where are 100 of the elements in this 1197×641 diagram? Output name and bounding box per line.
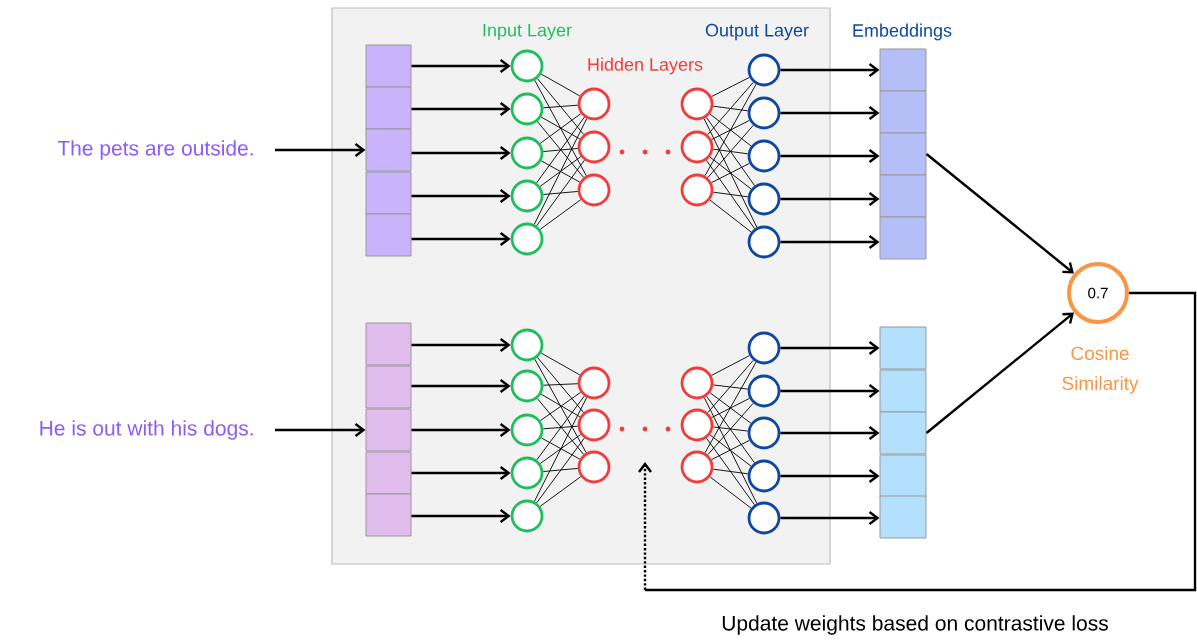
connection-line xyxy=(537,357,584,413)
embedding-cell xyxy=(879,90,927,134)
arrow xyxy=(411,379,511,393)
connection-line xyxy=(704,361,757,454)
connection-line xyxy=(709,476,752,509)
arrow xyxy=(925,153,1074,274)
arrow xyxy=(780,106,880,120)
neuron-circle xyxy=(510,92,544,126)
connection-line xyxy=(534,358,587,454)
neuron-circle xyxy=(747,53,781,87)
arrow xyxy=(780,149,880,163)
vector-cell xyxy=(365,451,412,495)
connection-line xyxy=(711,397,750,418)
embedding-cell xyxy=(879,326,927,370)
vector-cell xyxy=(365,128,412,172)
connection-line xyxy=(711,76,750,97)
connection-line xyxy=(534,79,587,176)
neuron-circle xyxy=(680,366,714,400)
neuron-circle xyxy=(510,499,544,533)
arrow xyxy=(411,59,511,73)
neuron-circle xyxy=(577,450,611,484)
arrow xyxy=(275,143,366,157)
connection-line xyxy=(536,437,585,504)
connection-line xyxy=(537,78,584,135)
score-caption: Cosine Similarity xyxy=(1062,346,1139,394)
arrow xyxy=(780,235,880,249)
neuron-circle xyxy=(747,501,781,535)
layer-label: Output Layer xyxy=(705,23,809,41)
neuron-circle xyxy=(577,408,611,442)
neuron-circle xyxy=(747,459,781,493)
neuron-circle xyxy=(680,87,714,121)
arrow xyxy=(411,232,511,246)
neuron-circle xyxy=(577,87,611,121)
arrow xyxy=(411,102,511,116)
neuron-circle xyxy=(510,413,544,447)
neuron-circle xyxy=(747,331,781,365)
connection-line xyxy=(542,425,579,430)
connection-line xyxy=(706,116,755,187)
arrow xyxy=(411,466,511,480)
neuron-circle xyxy=(680,173,714,207)
sentence-text: The pets are outside. xyxy=(57,140,253,160)
neuron-circle xyxy=(747,374,781,408)
arrow xyxy=(780,341,880,355)
layer-label: Embeddings xyxy=(853,23,952,41)
connection-line xyxy=(540,352,581,376)
arrow xyxy=(780,469,880,483)
embedding-cell xyxy=(879,48,927,92)
embedding-cell xyxy=(879,411,927,455)
connection-line xyxy=(709,113,752,147)
connection-line xyxy=(706,437,755,506)
connection-line xyxy=(703,397,758,504)
connection-line xyxy=(711,439,750,460)
neuron-circle xyxy=(510,136,544,170)
connection-line xyxy=(712,426,749,432)
connection-line xyxy=(712,105,749,112)
neuron-circle xyxy=(510,328,544,362)
neuron-circle xyxy=(510,456,544,490)
connection-line xyxy=(540,73,581,97)
vector-cell xyxy=(365,86,412,130)
connection-line xyxy=(542,191,579,195)
connection-line xyxy=(709,156,752,190)
arrow xyxy=(411,509,511,523)
connection-line xyxy=(542,468,579,472)
connection-line xyxy=(707,124,754,179)
vector-cell xyxy=(365,322,412,366)
connection-line xyxy=(707,359,754,414)
layer-label: Hidden Layers xyxy=(588,57,703,75)
connection-line xyxy=(542,148,579,152)
connection-line xyxy=(707,402,754,456)
connection-line xyxy=(707,81,754,136)
neuron-circle xyxy=(747,139,781,173)
neuron-circle xyxy=(747,225,781,259)
vector-cell xyxy=(365,171,412,215)
arrow xyxy=(780,192,880,206)
connection-line xyxy=(533,118,588,225)
arrow xyxy=(275,423,366,437)
embedding-cell xyxy=(879,369,927,413)
vector-cell xyxy=(365,493,412,537)
connection-line xyxy=(711,355,750,376)
connection-line xyxy=(533,397,588,502)
neuron-circle xyxy=(747,96,781,130)
connection-line xyxy=(706,159,755,230)
connection-line xyxy=(536,395,585,461)
connection-line xyxy=(536,116,585,184)
connection-line xyxy=(536,159,585,227)
embedding-cell xyxy=(879,132,927,176)
connection-line xyxy=(712,191,749,198)
neuron-circle xyxy=(577,130,611,164)
neuron-circle xyxy=(577,173,611,207)
connection-line xyxy=(709,392,752,424)
connection-line xyxy=(711,162,750,183)
vector-cell xyxy=(365,213,412,257)
neuron-circle xyxy=(680,130,714,164)
edge-label: Update weights based on contrastive loss xyxy=(719,613,1111,637)
arrow xyxy=(411,338,511,352)
neuron-circle xyxy=(747,416,781,450)
connection-line xyxy=(542,383,579,386)
connection-line xyxy=(706,395,755,464)
arrow xyxy=(411,146,511,160)
embedding-cell xyxy=(879,454,927,498)
